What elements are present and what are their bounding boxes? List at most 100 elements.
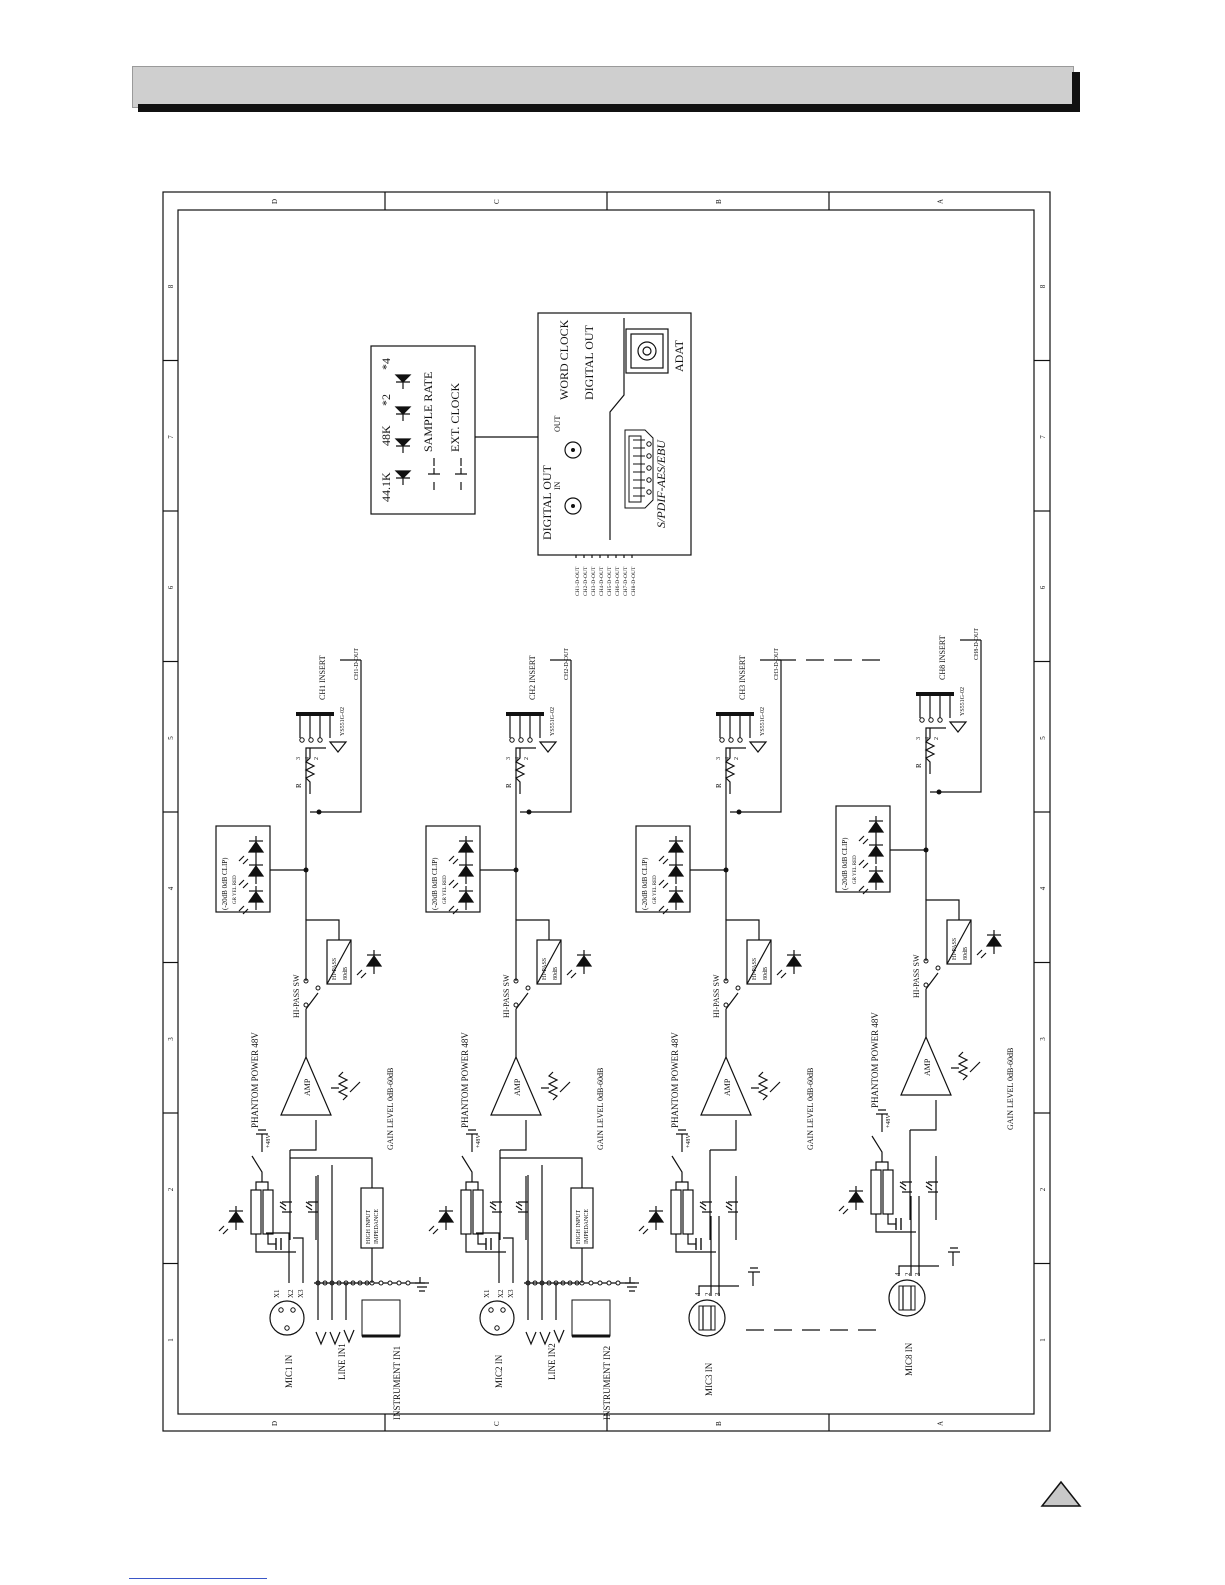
in-label: IN: [553, 481, 562, 490]
amp-label: AMP: [513, 1078, 522, 1096]
meter-levels-label: (-20dB 0dB CLIP): [431, 857, 439, 910]
plus48-label: +48V: [886, 1114, 892, 1128]
insert-contact: [527, 737, 533, 743]
line-jack-icon: [315, 1329, 355, 1346]
wire: [730, 660, 782, 813]
gain-pot-icon: [337, 1071, 349, 1101]
ground-icon: [415, 1277, 429, 1292]
xlr-pin: [494, 1325, 500, 1331]
resistor: [882, 1169, 894, 1215]
switch-contact: [303, 1002, 309, 1008]
wire: [698, 1285, 739, 1296]
wire: [751, 1081, 781, 1093]
insert-contact: [317, 737, 323, 743]
plus48-label: +48V: [686, 1134, 692, 1148]
instrument-in-label: INSTRUMENT IN2: [602, 1346, 612, 1420]
wire: [687, 1234, 696, 1245]
hipass-sw-label: HI-PASS SW: [502, 974, 511, 1018]
ground-icon: [748, 1267, 760, 1286]
bus-label: CH7-D-OUT: [623, 566, 629, 596]
hipass-sw-label: HI-PASS SW: [292, 974, 301, 1018]
outer-frame: [162, 191, 1051, 1432]
meter-colors-label: GR YEL RED: [233, 875, 238, 904]
bnc-out-icon: [564, 441, 582, 459]
resistor: [870, 1169, 882, 1215]
col-number-right: 2: [1039, 1187, 1047, 1191]
high-input-label: HIGH INPUT: [576, 1210, 582, 1244]
pin-label: 4: [725, 757, 731, 760]
impedance-label: IMPEDANCE: [584, 1209, 590, 1244]
plus48-label: +48V: [476, 1134, 482, 1148]
wire: [293, 1237, 304, 1283]
junction: [723, 867, 729, 873]
mic-in-label: MIC3 IN: [704, 1362, 714, 1396]
hipass-sw-label: HI-PASS SW: [912, 954, 921, 998]
wire: [465, 1181, 479, 1190]
resistor: [262, 1189, 274, 1235]
led-icon: [394, 438, 412, 453]
col-number-left: 8: [167, 284, 175, 288]
meter-levels-label: (-20dB 0dB CLIP): [641, 857, 649, 910]
corner-triangle-icon: [1040, 1480, 1082, 1507]
pin-label: 2: [734, 757, 740, 760]
switch-contact: [923, 982, 929, 988]
pin-label: 4: [894, 1272, 902, 1276]
wire: [331, 1081, 361, 1093]
led-light-rays: [658, 855, 669, 865]
gain-pot-icon: [957, 1051, 969, 1081]
mic-in-label: MIC1 IN: [284, 1354, 294, 1388]
line-in-label: LINE IN2: [547, 1343, 557, 1380]
xlr-pin: [500, 1307, 506, 1313]
meter-levels-label: (-20dB 0dB CLIP): [841, 837, 849, 890]
led-light-rays: [838, 1205, 849, 1215]
pin-label: 4: [925, 737, 931, 740]
hipass-box-label: HI-PASS: [952, 938, 958, 960]
high-input-label: HIGH INPUT: [366, 1210, 372, 1244]
ground-icon: [876, 1109, 888, 1122]
clock-switches: [428, 458, 467, 490]
tvs-icon: [899, 1181, 912, 1193]
insert-contact: [308, 737, 314, 743]
row-letter-top: A: [937, 199, 945, 204]
wire: [299, 716, 331, 738]
resistor: [682, 1189, 694, 1235]
led-light-rays: [238, 855, 249, 865]
wire: [477, 1234, 486, 1245]
bus-label: CH2-D-OUT: [583, 566, 589, 596]
wire: [925, 899, 960, 961]
tvs-icon: [515, 1201, 528, 1213]
pin-label: 2: [314, 757, 320, 760]
wire: [709, 1150, 737, 1240]
pin-label: 2: [524, 757, 530, 760]
xlr-insert: [898, 1285, 916, 1311]
wire: [875, 1214, 916, 1233]
mic-in-label: MIC2 IN: [494, 1354, 504, 1388]
row-letter-bottom: A: [937, 1421, 945, 1426]
led-light-rays: [356, 969, 367, 979]
xlr-pin: [284, 1325, 290, 1331]
instrument-jack-icon: [361, 1299, 401, 1337]
wire: [536, 939, 562, 985]
pin-label: 2: [904, 1272, 912, 1276]
phantom-switch: [461, 1142, 473, 1182]
col-number-left: 2: [167, 1187, 175, 1191]
wire: [500, 1120, 527, 1151]
wire: [499, 1150, 527, 1240]
hipass-freq-label: 80dB: [763, 967, 769, 980]
led-light-rays: [976, 949, 987, 959]
led-light-rays: [448, 879, 459, 889]
wire: [465, 1234, 506, 1253]
wire: [919, 696, 951, 718]
wire: [951, 1061, 981, 1073]
pin-label: X2: [497, 1289, 505, 1298]
clock-panel: 44.1K 48K *2 *4 SAMPLE RATE EXT. CLOCK: [370, 345, 538, 515]
terminal: [396, 1280, 402, 1286]
col-number-left: 3: [167, 1037, 175, 1041]
sample-rate-label: SAMPLE RATE: [421, 372, 435, 452]
wire: [500, 1157, 583, 1188]
col-number-left: 7: [167, 435, 175, 439]
